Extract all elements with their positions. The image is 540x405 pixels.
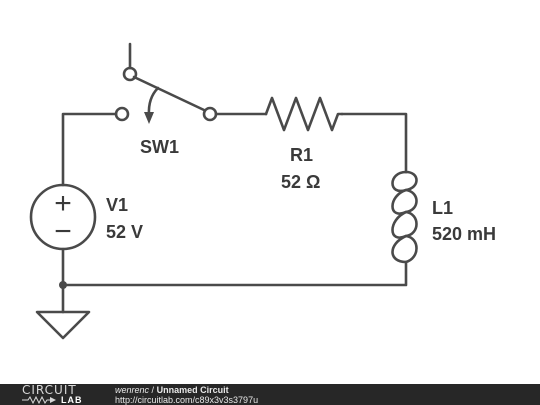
switch-contact-left <box>114 106 130 122</box>
separator: / <box>151 385 155 395</box>
wire-resistor-inductor <box>340 112 408 174</box>
inductor-coil-right <box>404 170 418 264</box>
source-value-label: 52 V <box>106 222 143 242</box>
resistor-logo-icon <box>22 396 56 404</box>
resistor-zigzag <box>264 96 344 132</box>
circuit-url[interactable]: http://circuitlab.com/c89x3v3s3797u <box>115 395 259 405</box>
footer-bar: CIRCUIT LAB wenrenc / Unnamed Circuit ht… <box>0 384 540 405</box>
logo-lab-text: LAB <box>61 394 83 405</box>
footer-info: wenrenc / Unnamed Circuit http://circuit… <box>115 385 258 405</box>
switch-label: SW1 <box>140 137 179 157</box>
resistor-r1[interactable]: R1 52 Ω <box>264 96 344 192</box>
switch-blade <box>132 75 206 112</box>
logo-lab-row: LAB <box>22 395 83 405</box>
schematic: SW1 R1 52 Ω L1 520 mH + − V1 52 V <box>29 42 497 340</box>
switch-arrow <box>147 86 160 117</box>
ground-triangle <box>35 310 91 340</box>
switch-arrow-head <box>144 112 154 124</box>
source-circle <box>29 183 97 251</box>
switch-contact-right <box>202 106 218 122</box>
wires <box>61 112 408 314</box>
inductor-ref-label: L1 <box>432 198 453 218</box>
junction-node <box>59 281 67 289</box>
resistor-ref-label: R1 <box>290 145 313 165</box>
author-link[interactable]: wenrenc <box>115 385 150 395</box>
source-minus-sign: − <box>54 215 72 248</box>
logo-circuit-text: CIRCUIT <box>22 383 77 397</box>
switch-sw1[interactable]: SW1 <box>114 42 218 157</box>
switch-pivot <box>122 66 138 82</box>
source-ref-label: V1 <box>106 195 128 215</box>
voltage-source-v1[interactable]: + − V1 52 V <box>29 183 143 251</box>
ground-symbol[interactable] <box>35 310 91 340</box>
inductor-l1[interactable]: L1 520 mH <box>391 170 497 264</box>
circuit-title: Unnamed Circuit <box>156 385 229 395</box>
resistor-value-label: 52 Ω <box>281 172 320 192</box>
wire-inductor-bottom <box>61 260 408 287</box>
inductor-value-label: 520 mH <box>432 224 496 244</box>
inductor-coil <box>391 170 408 264</box>
wire-left-top <box>61 112 118 187</box>
source-plus-sign: + <box>54 187 72 220</box>
